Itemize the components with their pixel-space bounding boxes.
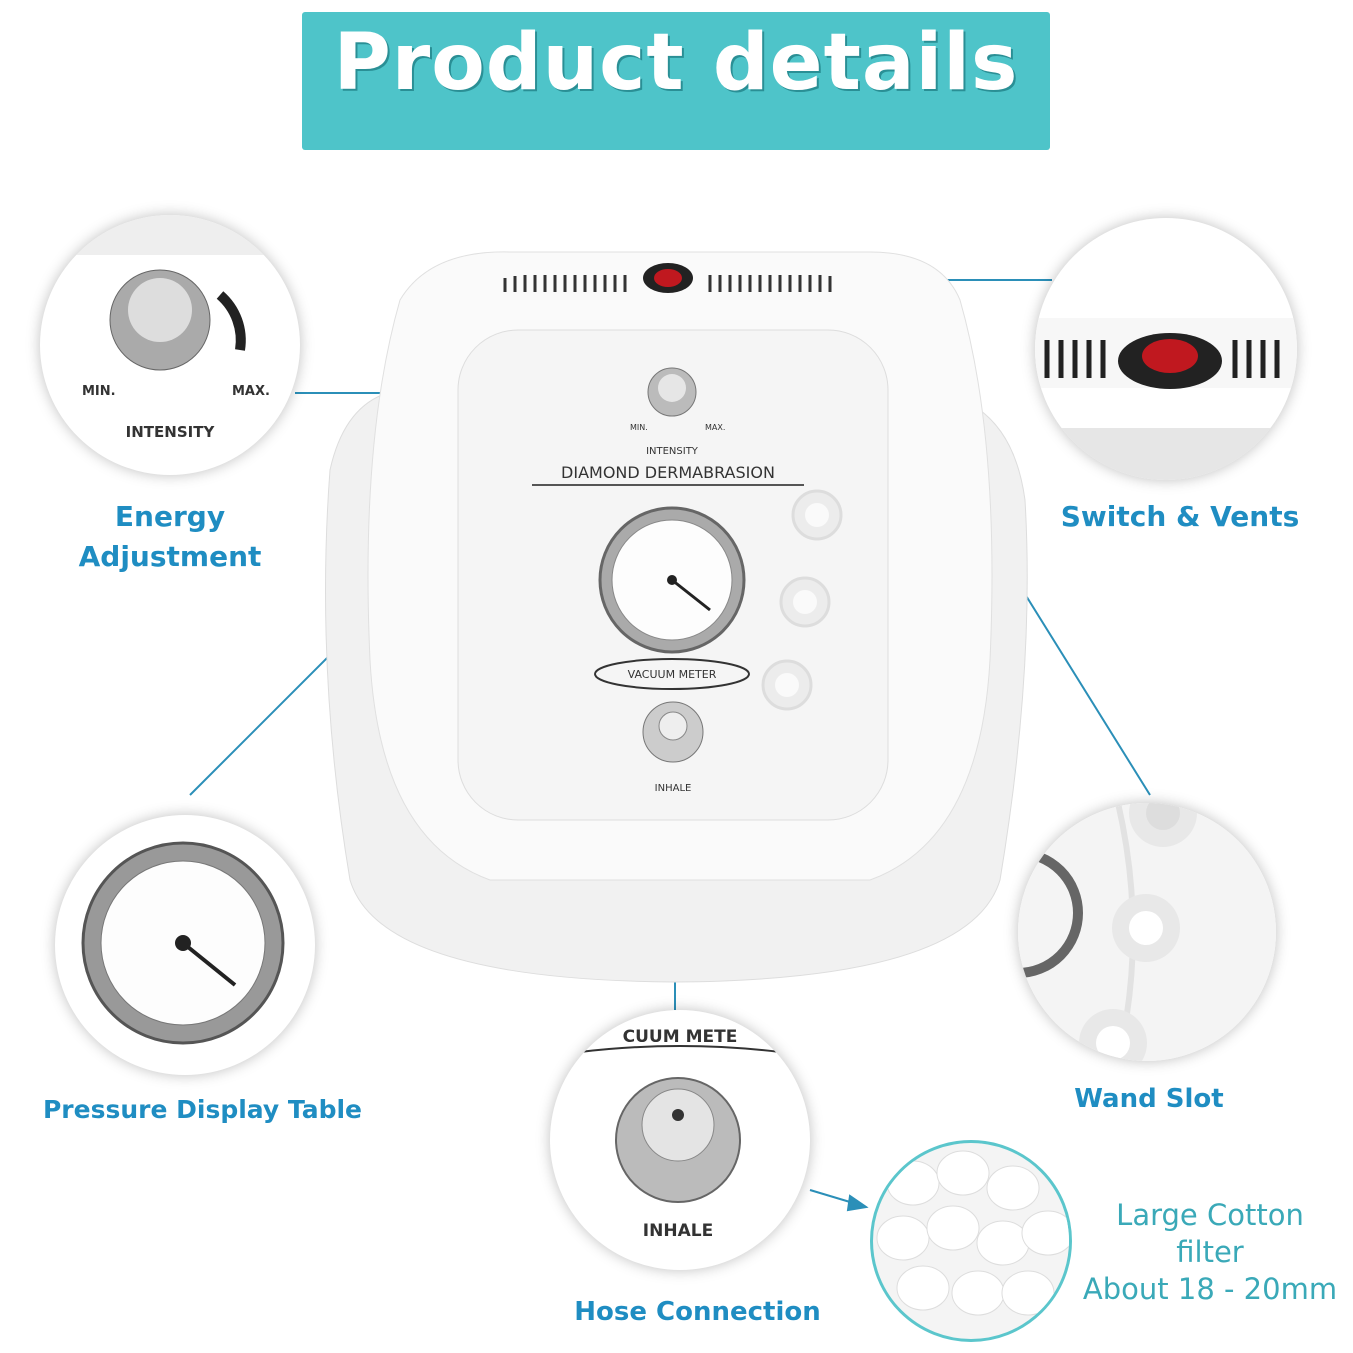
title-banner — [302, 12, 1050, 150]
device-inhale-text: INHALE — [655, 783, 692, 794]
switch-label: Switch & Vents — [1060, 500, 1300, 533]
vent-icon — [1044, 340, 1280, 378]
zoom-inhale-text: INHALE — [643, 1221, 713, 1241]
dermabrasion-device: MIN. MAX. INTENSITY DIAMOND DERMABRASION… — [325, 251, 1028, 983]
wand-label: Wand Slot — [1074, 1084, 1224, 1114]
cotton-line1: Large Cotton filter — [1116, 1198, 1304, 1269]
device-max-text: MAX. — [705, 423, 725, 432]
zoom-meter-text: CUUM METE — [623, 1027, 738, 1047]
energy-label: Energy Adjustment — [40, 497, 300, 577]
device-meter-text: VACUUM METER — [628, 668, 717, 681]
device-min-text: MIN. — [630, 423, 648, 432]
device-intensity-text: INTENSITY — [646, 446, 699, 457]
energy-label-line1: Energy — [114, 500, 226, 533]
cotton-filter-circle — [870, 1140, 1072, 1342]
cotton-line2: About 18 - 20mm — [1082, 1272, 1338, 1306]
energy-label-line2: Adjustment — [78, 540, 262, 573]
cotton-pads-icon — [876, 1150, 1069, 1316]
hose-label: Hose Connection — [574, 1297, 821, 1327]
pressure-zoom-circle — [55, 815, 315, 1075]
wand-slot-icon — [1079, 803, 1197, 1061]
device-brand-text: DIAMOND DERMABRASION — [561, 463, 775, 482]
page-title: Product details — [333, 18, 1019, 108]
zoom-intensity-text: INTENSITY — [126, 423, 216, 441]
arrow-head-icon — [846, 1194, 869, 1212]
zoom-min-text: MIN. — [82, 384, 116, 399]
zoom-max-text: MAX. — [232, 384, 270, 399]
switch-zoom-circle — [1035, 218, 1297, 480]
vent-icon — [503, 275, 832, 292]
wand-zoom-circle — [1018, 803, 1276, 1061]
energy-zoom-circle: MIN. MAX. INTENSITY — [40, 215, 300, 475]
cotton-filter-text: Large Cotton filter About 18 - 20mm — [1080, 1197, 1340, 1308]
hose-zoom-circle: CUUM METE INHALE — [550, 1010, 810, 1270]
pressure-label: Pressure Display Table — [42, 1095, 363, 1124]
